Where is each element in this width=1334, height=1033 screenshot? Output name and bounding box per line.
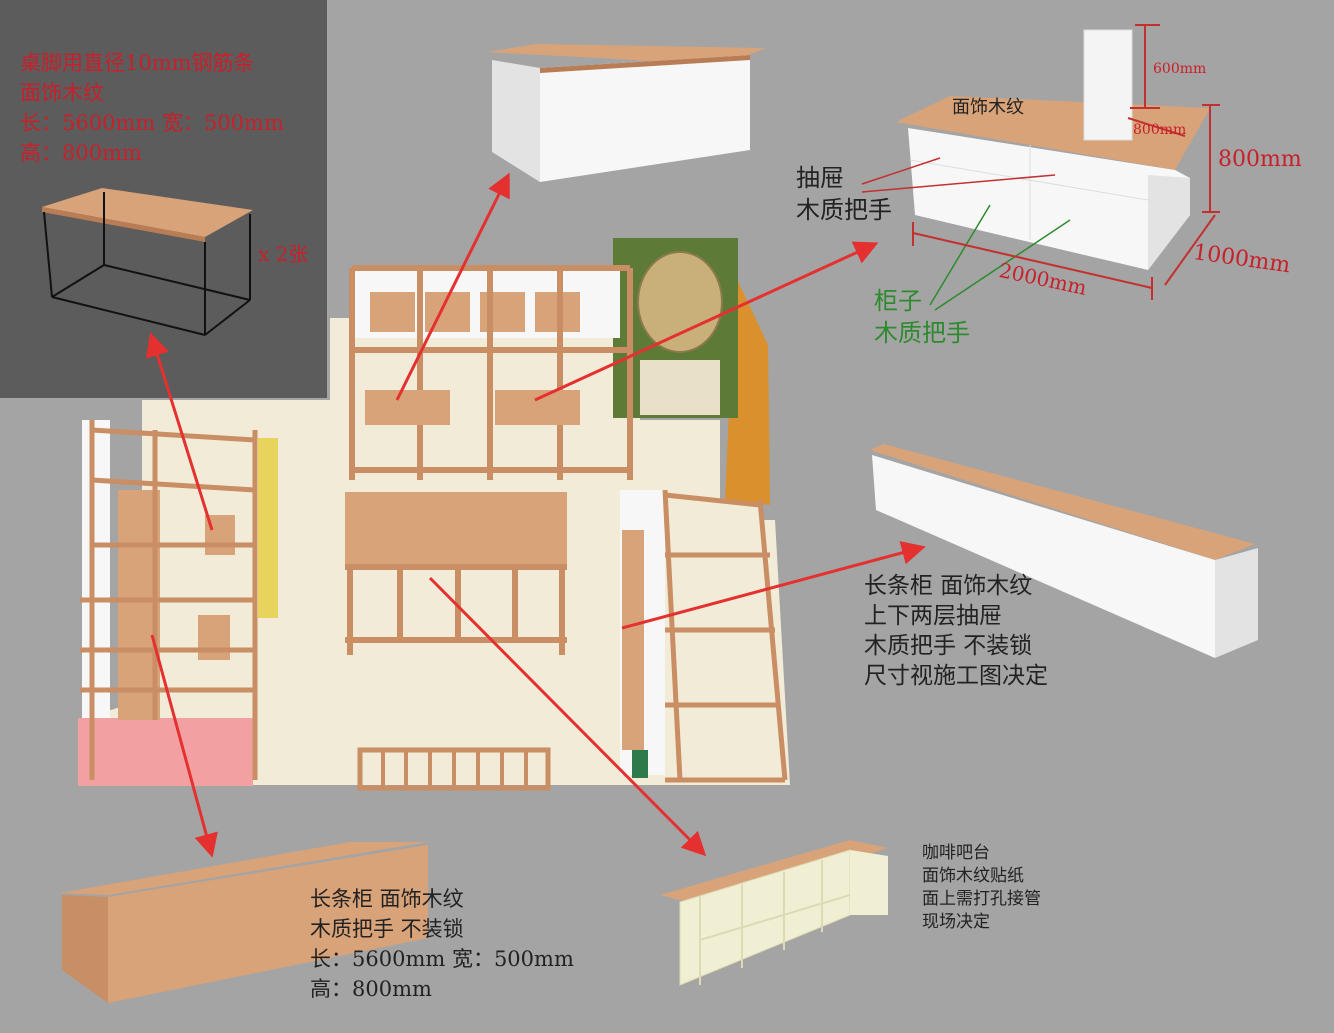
desk-right (495, 390, 580, 425)
table-spec-note: 桌脚用直径10mm钢筋条 面饰木纹 长：5600mm 宽：500mm 高：800… (20, 48, 284, 168)
arrow-icon (395, 172, 510, 401)
table-quantity: x 2张 (258, 242, 309, 266)
coffee-bar-render (660, 840, 888, 986)
table-spec-line: 高：800mm (20, 141, 142, 165)
dim-height: 800mm (1218, 147, 1302, 172)
desk-left (365, 390, 450, 425)
arrow-icon (145, 332, 214, 531)
table-render (42, 188, 253, 336)
callout-arrows (145, 172, 926, 858)
long-cabinet-bottom-render (60, 842, 428, 1003)
long-cabinet-right-line: 木质把手 不装锁 (864, 633, 1033, 659)
long-cabinet-bottom-line: 高：800mm (310, 977, 432, 1001)
workbench-leaders (861, 157, 1071, 311)
coffee-bar-line: 现场决定 (922, 912, 990, 932)
cabinet-handle-label: 木质把手 (874, 319, 970, 347)
workbench-drawer-note: 抽屉 木质把手 (796, 162, 892, 226)
coffee-bar-line: 面上需打孔接管 (922, 889, 1041, 909)
bottom-bench (357, 747, 551, 791)
coffee-bar-line: 咖啡吧台 (922, 843, 990, 863)
long-cabinet-bottom-note: 长条柜 面饰木纹 木质把手 不装锁 长：5600mm 宽：500mm 高：800… (310, 884, 574, 1004)
center-table-top (345, 492, 567, 567)
dim-panel-height: 600mm (1153, 61, 1207, 77)
coffee-bar-line: 面饰木纹贴纸 (922, 866, 1024, 886)
workbench-cabinet-note: 柜子 木质把手 (874, 285, 970, 349)
long-cabinet-bottom-line: 长条柜 面饰木纹 (310, 887, 464, 911)
pink-counter (78, 718, 253, 786)
top-cabinet-render (487, 44, 765, 182)
table-spec-line: 面饰木纹 (20, 81, 104, 105)
table-spec-line: 桌脚用直径10mm钢筋条 (20, 51, 255, 75)
workbench-dimensions (912, 24, 1220, 300)
arrow-icon (428, 576, 707, 857)
long-cabinet-right-line: 长条柜 面饰木纹 (864, 573, 1033, 599)
green-bin (632, 750, 648, 778)
long-cabinet-bottom-line: 木质把手 不装锁 (310, 917, 464, 941)
round-table (637, 251, 723, 353)
table-spec-line: 长：5600mm 宽：500mm (20, 111, 284, 135)
dim-panel-width: 800mm (1133, 122, 1187, 138)
arrow-icon (621, 541, 926, 630)
drawer-handle-label: 木质把手 (796, 196, 892, 224)
long-cabinet-right-line: 尺寸视施工图决定 (864, 663, 1048, 689)
cabinet-label: 柜子 (874, 287, 922, 315)
left-display (258, 438, 278, 618)
long-cabinet-bottom-line: 长：5600mm 宽：500mm (310, 947, 574, 971)
booth-floor-plan (78, 238, 790, 791)
drawer-label: 抽屉 (796, 164, 844, 192)
long-cabinet-right-note: 长条柜 面饰木纹 上下两层抽屉 木质把手 不装锁 尺寸视施工图决定 (864, 571, 1048, 691)
workbench-render (896, 29, 1210, 270)
right-cabinet (622, 530, 644, 750)
long-cabinet-right-render (870, 444, 1258, 658)
coffee-bar-note: 咖啡吧台 面饰木纹贴纸 面上需打孔接管 现场决定 (922, 842, 1041, 934)
left-stool-bottom (198, 615, 230, 660)
long-cabinet-right-line: 上下两层抽屉 (864, 603, 1002, 629)
arrow-icon (534, 241, 879, 402)
arrow-icon (150, 634, 218, 858)
workbench-top-label: 面饰木纹 (952, 97, 1024, 118)
